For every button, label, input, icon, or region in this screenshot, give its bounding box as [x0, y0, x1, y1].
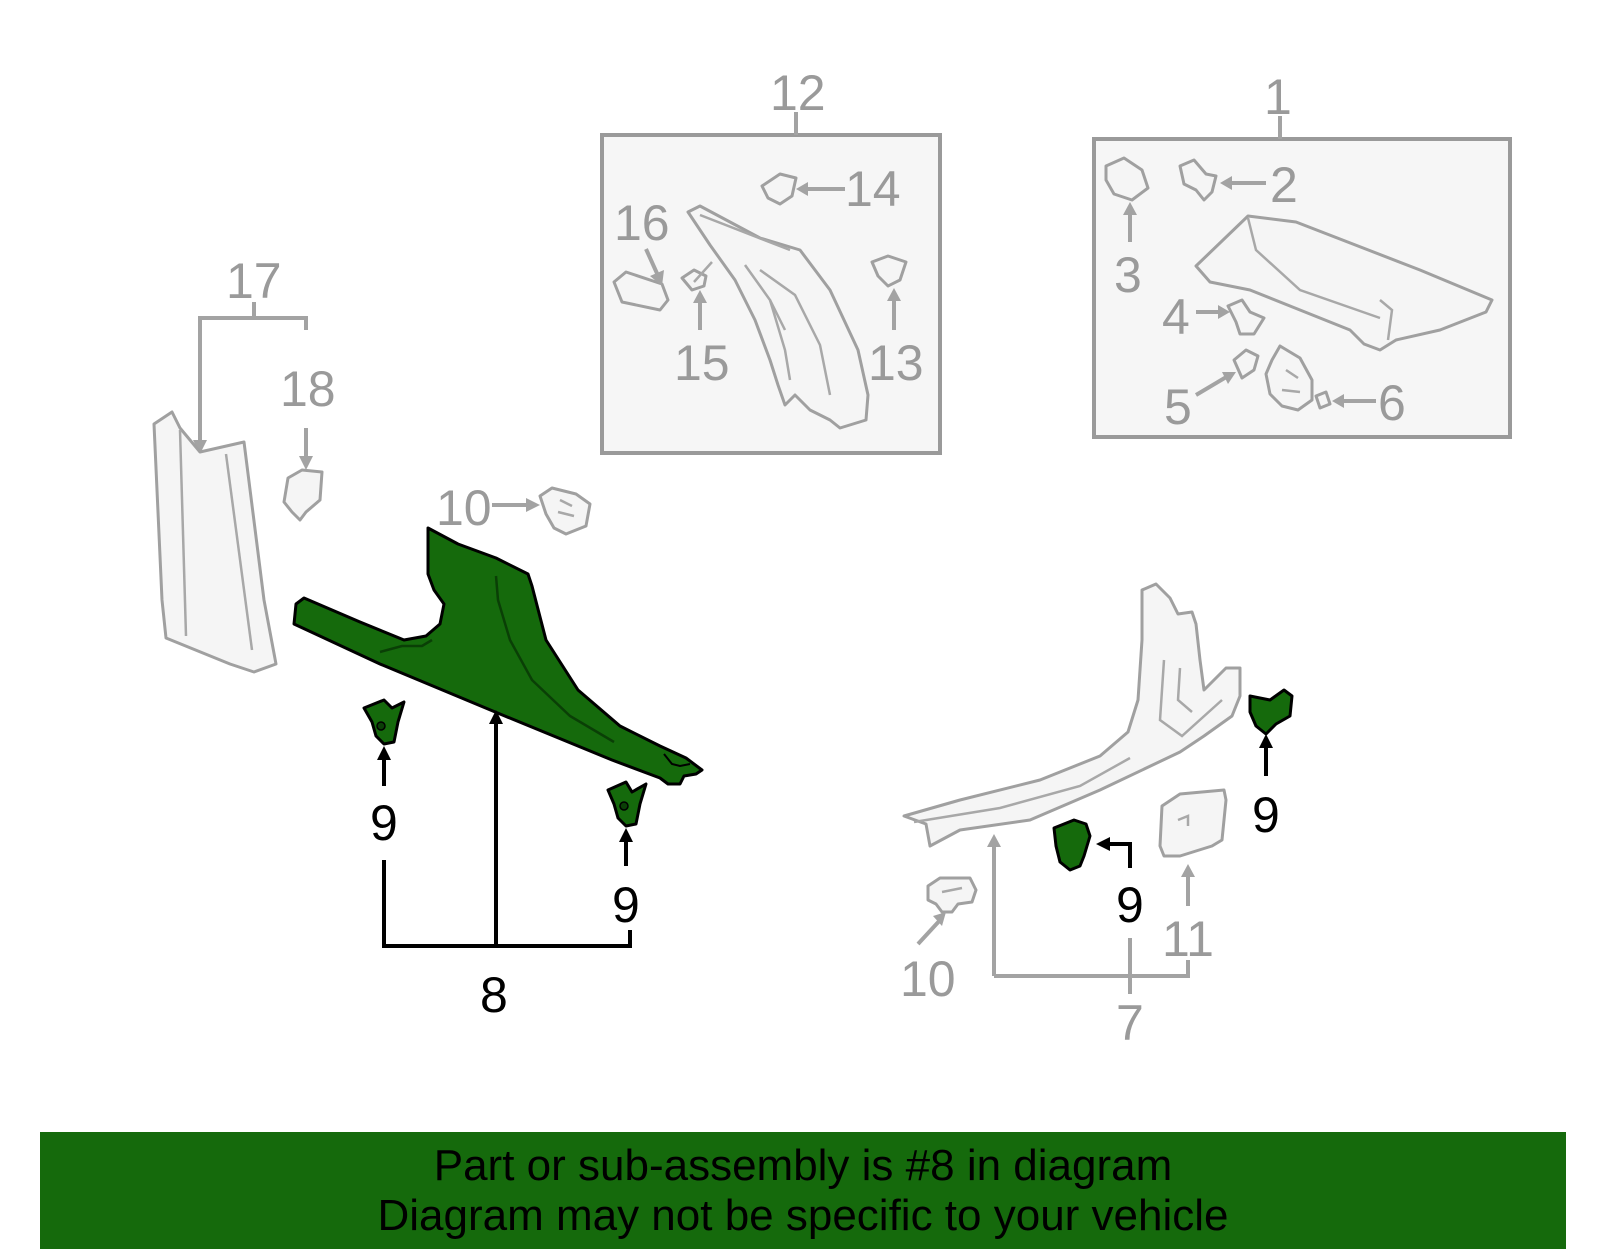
clip-2[interactable]	[1178, 158, 1218, 202]
callout-3[interactable]: 3	[1114, 247, 1142, 303]
clip-9-left-a[interactable]	[362, 698, 406, 746]
highlighted-part-8: 9 9 8	[292, 526, 704, 1023]
info-banner: Part or sub-assembly is #8 in diagram Di…	[40, 1132, 1566, 1249]
group-10-top: 10	[436, 480, 592, 536]
clip-5[interactable]	[1232, 348, 1260, 380]
callout-14[interactable]: 14	[845, 161, 901, 217]
callout-18[interactable]: 18	[280, 361, 336, 417]
sill-trim-8[interactable]	[292, 526, 704, 786]
callout-12[interactable]: 12	[770, 65, 826, 121]
fastener-4[interactable]	[1226, 298, 1266, 336]
callout-10-bottom[interactable]: 10	[900, 951, 956, 1007]
group-7: 9 9 11 10 7	[900, 582, 1294, 1051]
bracket-6[interactable]	[1264, 344, 1314, 412]
banner-line-disclaimer: Diagram may not be specific to your vehi…	[377, 1190, 1229, 1240]
clip-10-top[interactable]	[538, 486, 592, 536]
callout-13[interactable]: 13	[868, 335, 924, 391]
callout-10-top[interactable]: 10	[436, 480, 492, 536]
sill-trim-7[interactable]	[902, 582, 1242, 848]
pillar-panel-17[interactable]	[152, 410, 278, 674]
callout-4[interactable]: 4	[1162, 289, 1190, 345]
callout-9-right-b[interactable]: 9	[1252, 787, 1280, 843]
clip-13[interactable]	[870, 254, 908, 288]
cover-11[interactable]	[1158, 788, 1228, 858]
group-17-18: 17 18	[152, 253, 336, 674]
inset-group-12: 12 14 16 15 13	[600, 65, 942, 455]
clip-9-right-a[interactable]	[1052, 818, 1092, 872]
clip-14[interactable]	[760, 172, 798, 206]
clip-10-bottom[interactable]	[926, 876, 978, 914]
callout-5[interactable]: 5	[1164, 379, 1192, 435]
callout-7[interactable]: 7	[1116, 995, 1144, 1051]
quarter-trim[interactable]	[1194, 214, 1494, 352]
callout-9-right-a[interactable]: 9	[1116, 877, 1144, 933]
inset-group-1: 1 3 2 4 5 6	[1092, 69, 1512, 439]
clip-9-right-b[interactable]	[1248, 688, 1294, 736]
callout-1[interactable]: 1	[1264, 69, 1292, 125]
clip-3[interactable]	[1104, 156, 1150, 202]
clip-18[interactable]	[282, 468, 324, 522]
callout-8[interactable]: 8	[480, 967, 508, 1023]
banner-line-part: Part or sub-assembly is #8 in diagram	[433, 1140, 1173, 1190]
callout-17[interactable]: 17	[226, 253, 282, 309]
cover-16[interactable]	[612, 270, 670, 312]
callout-6[interactable]: 6	[1378, 375, 1406, 431]
callout-15[interactable]: 15	[674, 335, 730, 391]
callout-2[interactable]: 2	[1270, 157, 1298, 213]
callout-9-left-b[interactable]: 9	[612, 877, 640, 933]
callout-11[interactable]: 11	[1162, 911, 1214, 967]
callout-9-left-a[interactable]: 9	[370, 795, 398, 851]
callout-16[interactable]: 16	[614, 195, 670, 251]
